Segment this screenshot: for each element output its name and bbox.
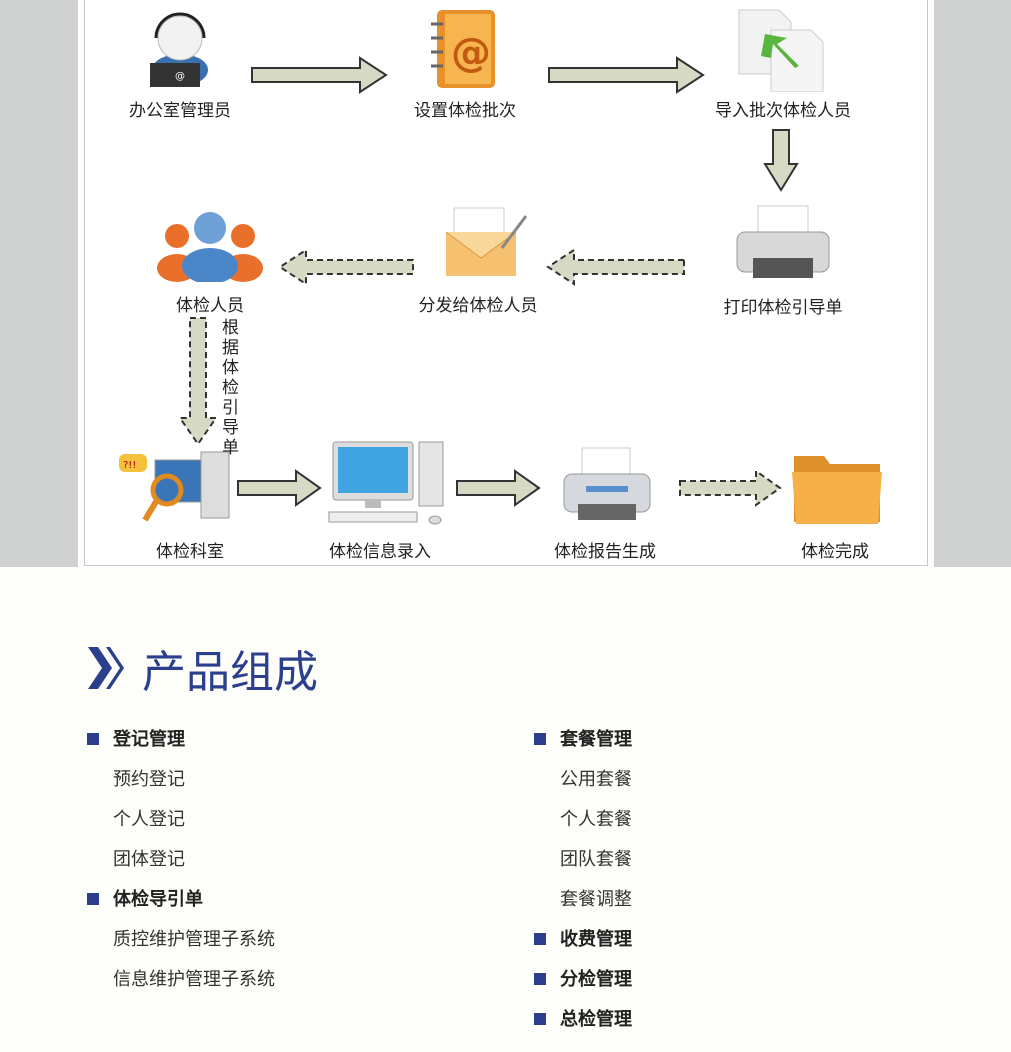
feature-group-heading: 总检管理	[534, 1008, 632, 1048]
feature-item: 质控维护管理子系统	[113, 929, 275, 950]
section-title: 产品组成	[142, 647, 318, 698]
node-label: 打印体检引导单	[723, 298, 843, 318]
feature-group-heading: 套餐管理	[534, 728, 632, 768]
arrow-left-dashed-2	[546, 248, 685, 286]
feature-group-heading: 登记管理	[87, 728, 275, 768]
arrow-right-4	[456, 469, 541, 507]
vertical-note: 根据体检引导单	[222, 318, 239, 458]
left-gray-bar	[0, 0, 78, 567]
people-group-icon	[157, 212, 263, 282]
feature-item: 信息维护管理子系统	[113, 969, 275, 990]
arrow-right-dashed	[679, 469, 782, 507]
arrow-right-1	[251, 56, 388, 94]
feature-item: 团队套餐	[560, 849, 632, 870]
node-label: 分发给体检人员	[418, 296, 538, 316]
node-label: 体检完成	[801, 542, 869, 562]
feature-item: 团体登记	[113, 849, 185, 870]
node-label: 办公室管理员	[129, 101, 231, 121]
arrow-right-2	[548, 56, 705, 94]
node-label: 体检科室	[156, 542, 224, 562]
address-book-icon: @	[431, 10, 495, 88]
left-feature-list: 登记管理预约登记个人登记团体登记体检导引单质控维护管理子系统信息维护管理子系统	[87, 728, 275, 1008]
feature-item: 个人登记	[113, 809, 185, 830]
feature-group-heading: 体检导引单	[87, 888, 275, 928]
node-label: 设置体检批次	[414, 101, 516, 121]
printer-icon	[736, 205, 830, 278]
department-computer-icon: ?!!	[119, 451, 230, 522]
right-gray-bar	[934, 0, 1011, 567]
feature-item: 套餐调整	[560, 889, 632, 910]
import-files-icon	[738, 9, 824, 92]
desktop-computer-icon	[328, 441, 444, 525]
arrow-right-3	[237, 469, 322, 507]
section-heading: 产品组成	[88, 636, 318, 700]
arrow-down-dashed	[178, 317, 218, 446]
node-label: 体检人员	[176, 296, 244, 316]
svg-text:@: @	[451, 30, 491, 76]
report-printer-icon	[563, 447, 651, 520]
right-feature-list: 套餐管理公用套餐个人套餐团队套餐套餐调整收费管理分检管理总检管理	[534, 728, 632, 1048]
arrow-down-1	[763, 129, 799, 192]
feature-group-heading: 收费管理	[534, 928, 632, 968]
folder-icon	[792, 456, 882, 524]
envelope-icon	[445, 207, 528, 276]
node-label: 体检报告生成	[554, 542, 656, 562]
double-chevron-icon	[88, 647, 124, 689]
flow-arrows	[178, 56, 799, 507]
svg-text:@: @	[175, 71, 185, 82]
admin-headset-icon: @	[150, 12, 208, 87]
feature-item: 预约登记	[113, 769, 185, 790]
feature-item: 公用套餐	[560, 769, 632, 790]
node-label: 导入批次体检人员	[715, 101, 851, 121]
arrow-left-dashed-1	[278, 248, 414, 286]
feature-group-heading: 分检管理	[534, 968, 632, 1008]
feature-item: 个人套餐	[560, 809, 632, 830]
node-label: 体检信息录入	[329, 542, 431, 562]
svg-text:?!!: ?!!	[123, 460, 136, 471]
